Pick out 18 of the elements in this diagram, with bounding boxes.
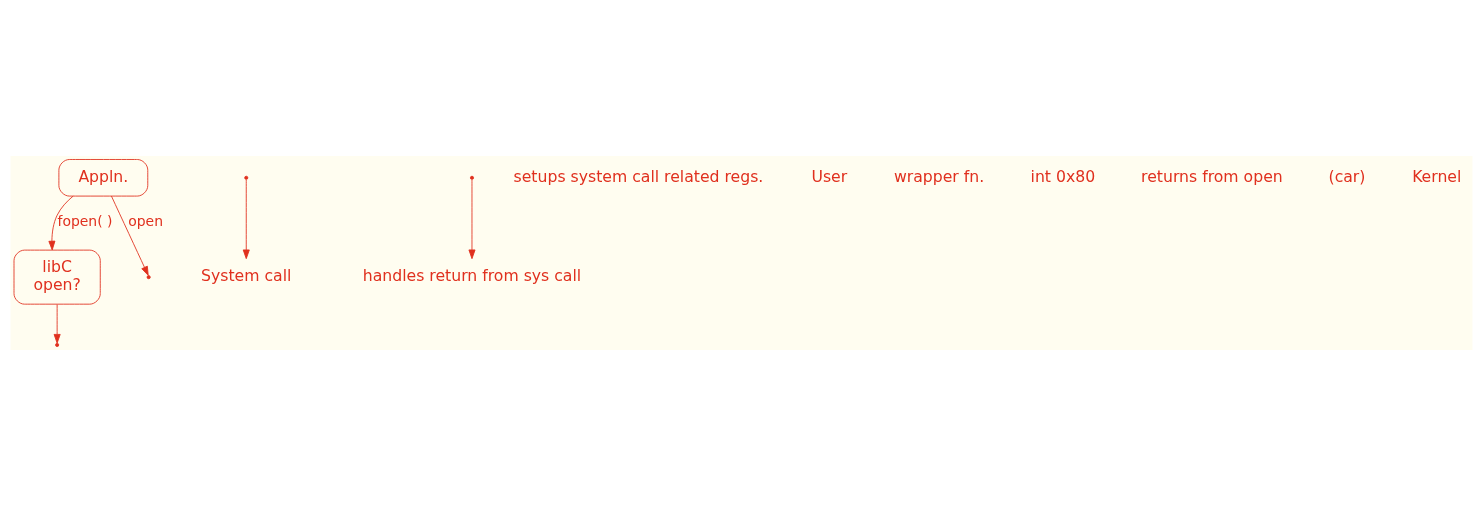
edge-label: fopen( )	[57, 212, 113, 229]
arrow	[468, 178, 476, 259]
node-box: libC open?	[13, 249, 101, 305]
edge-label: open	[128, 212, 163, 229]
label: wrapper fn.	[893, 166, 985, 186]
label: User	[811, 166, 848, 186]
arrow	[111, 195, 149, 276]
label: Kernel	[1412, 166, 1462, 186]
arrow	[53, 303, 61, 344]
node-text: System call	[201, 265, 292, 285]
node-box: Appln.	[58, 158, 149, 197]
arrow	[48, 195, 74, 250]
node-text: handles return from sys call	[362, 265, 582, 285]
label: (car)	[1328, 166, 1366, 186]
label: returns from open	[1141, 166, 1283, 186]
arrow	[242, 178, 250, 259]
label: int 0x80	[1030, 166, 1096, 186]
label: setups system call related regs.	[513, 166, 764, 186]
